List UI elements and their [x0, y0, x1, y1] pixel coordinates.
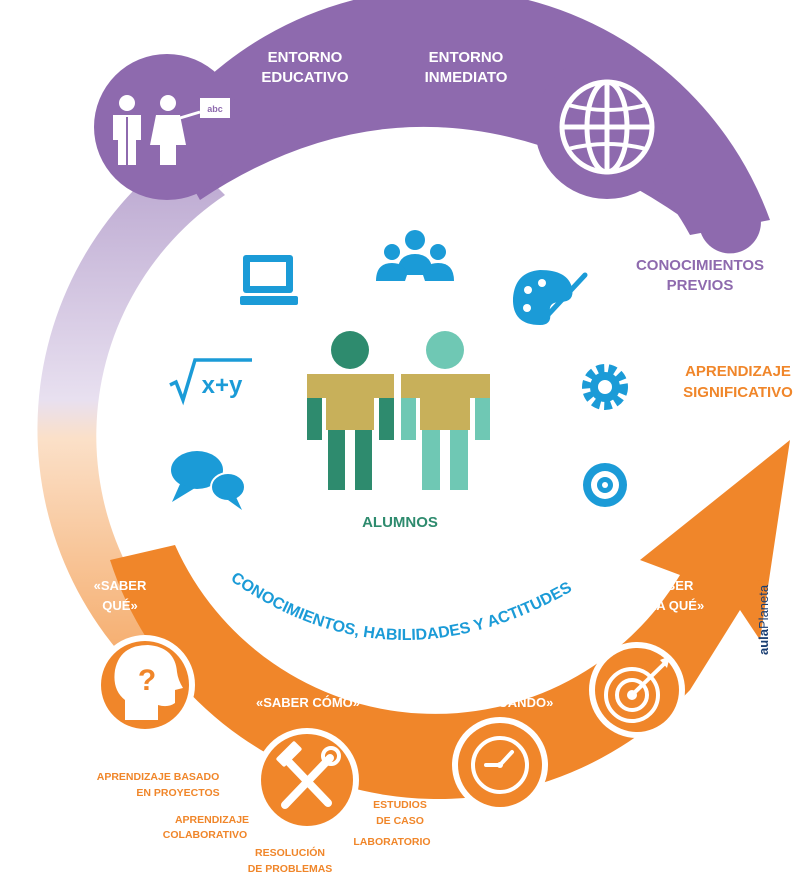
board-text: abc — [207, 104, 223, 114]
saber-cuando: «SABER CUÁNDO» — [433, 695, 554, 710]
label-entorno-educativo-2: EDUCATIVO — [261, 69, 349, 86]
dartboard-icon — [589, 642, 685, 738]
brand-text: aulaPlaneta® — [755, 578, 771, 655]
method-problemas-1: RESOLUCIÓN — [255, 846, 325, 859]
target-icon — [583, 463, 627, 507]
saber-como: «SABER CÓMO» — [256, 695, 360, 710]
teachers-board-icon: abc — [94, 54, 240, 200]
saber-para-que-1: «SABER — [641, 578, 694, 593]
label-aprendizaje-significativo-2: SIGNIFICATIVO — [683, 384, 793, 401]
brand-logo: aulaPlaneta® — [755, 578, 771, 655]
label-conocimientos-previos-1: CONOCIMIENTOS — [636, 257, 764, 274]
label-entorno-educativo-1: ENTORNO — [268, 49, 343, 66]
question-head-icon: ? — [95, 635, 195, 735]
brand-name: Planeta — [756, 584, 771, 629]
equation-text: x+y — [202, 372, 243, 399]
chat-bubbles-icon — [171, 451, 246, 510]
label-conocimientos-previos-2: PREVIOS — [667, 277, 734, 294]
palette-icon — [512, 270, 588, 325]
student-right — [401, 331, 490, 490]
saber-que-2: QUÉ» — [102, 598, 137, 613]
computer-icon — [240, 255, 298, 305]
brand-mark: ® — [755, 578, 765, 585]
method-colaborativo-2: COLABORATIVO — [163, 829, 247, 841]
tools-icon — [255, 728, 359, 832]
saber-para-que-2: PARA QUÉ» — [630, 598, 704, 613]
alumnos-label: ALUMNOS — [362, 514, 438, 531]
label-entorno-inmediato-1: ENTORNO — [429, 49, 504, 66]
method-proyectos-1: APRENDIZAJE BASADO — [97, 771, 220, 783]
method-colaborativo-1: APRENDIZAJE — [175, 814, 249, 826]
label-entorno-inmediato-2: INMEDIATO — [425, 69, 508, 86]
brand-prefix: aula — [756, 628, 771, 655]
square-root-icon: x+y — [169, 358, 252, 406]
method-laboratorio: LABORATORIO — [353, 836, 430, 848]
clock-icon — [452, 717, 548, 813]
gear-icon — [582, 364, 628, 410]
student-left — [307, 331, 394, 490]
globe-icon — [535, 55, 679, 199]
label-aprendizaje-significativo-1: APRENDIZAJE — [685, 363, 791, 380]
method-casos-2: DE CASO — [376, 815, 424, 827]
group-icon — [376, 230, 454, 281]
method-casos-1: ESTUDIOS — [373, 799, 427, 811]
left-ring-segment — [37, 150, 225, 705]
svg-text:?: ? — [138, 664, 156, 697]
method-problemas-2: DE PROBLEMAS — [248, 863, 333, 875]
saber-que-1: «SABER — [94, 578, 147, 593]
method-proyectos-2: EN PROYECTOS — [136, 787, 219, 799]
